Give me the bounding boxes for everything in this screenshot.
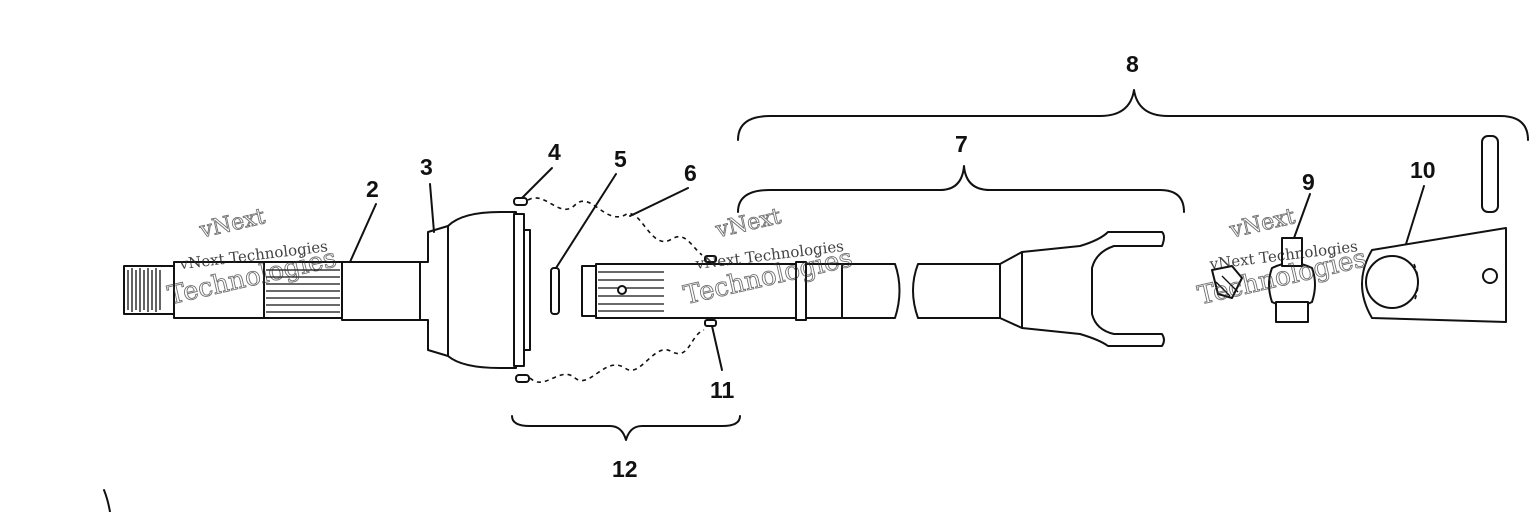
- callout-7: 7: [955, 131, 968, 157]
- shaft-splines: [266, 269, 340, 313]
- part-10-flange-yoke: [1361, 135, 1507, 323]
- leader-lines: [349, 167, 1425, 371]
- part-3-cv-joint-housing: [419, 211, 531, 369]
- shaft-end-threads: [127, 268, 161, 312]
- callout-5: 5: [614, 146, 627, 172]
- part-9-u-joint: [1211, 237, 1316, 323]
- bracket-12: [511, 415, 741, 441]
- inner-shaft-splines: [598, 271, 664, 312]
- callout-2: 2: [366, 176, 379, 202]
- callout-6: 6: [684, 160, 697, 186]
- callout-9: 9: [1302, 169, 1315, 195]
- svg-text:vNext: vNext: [713, 204, 784, 243]
- part-5-snap-ring: [550, 267, 560, 315]
- part-7-shaft-yoke: [912, 231, 1165, 347]
- callout-4: 4: [548, 139, 561, 165]
- part-2-splined-shaft: [123, 261, 421, 321]
- callout-11: 11: [710, 377, 735, 403]
- part-6-dashed-cage: [527, 197, 703, 256]
- callout-3: 3: [420, 154, 433, 180]
- callout-10: 10: [1410, 157, 1436, 183]
- callout-8: 8: [1126, 51, 1139, 77]
- bracket-8: [737, 89, 1529, 141]
- callout-12: 12: [612, 456, 638, 482]
- edge-mark: [103, 489, 111, 512]
- bracket-7: [737, 165, 1185, 213]
- part-4-keepers: [513, 197, 530, 383]
- svg-text:vNext: vNext: [197, 204, 268, 243]
- grease-fitting: [1211, 265, 1243, 299]
- part-11-dashed-cage: [529, 329, 705, 383]
- inner-splined-shaft: [581, 255, 901, 327]
- watermark-right: vNext vNext Technologies Technologies: [1194, 204, 1369, 312]
